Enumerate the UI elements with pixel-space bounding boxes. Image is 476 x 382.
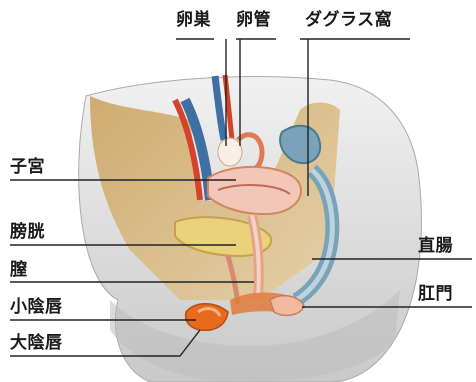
label-douglas-pouch: ダグラス窩 — [305, 10, 392, 30]
label-labia-minora: 小陰唇 — [10, 297, 63, 317]
label-anus: 肛門 — [418, 284, 453, 304]
label-vagina: 膣 — [10, 260, 28, 280]
label-fallopian-tube: 卵管 — [236, 10, 271, 30]
label-labia-majora: 大陰唇 — [10, 333, 63, 353]
label-ovary: 卵巣 — [176, 10, 211, 30]
label-uterus: 子宮 — [10, 157, 45, 177]
label-bladder: 膀胱 — [10, 222, 45, 242]
label-rectum: 直腸 — [418, 236, 453, 256]
ovary-shape — [218, 138, 242, 166]
